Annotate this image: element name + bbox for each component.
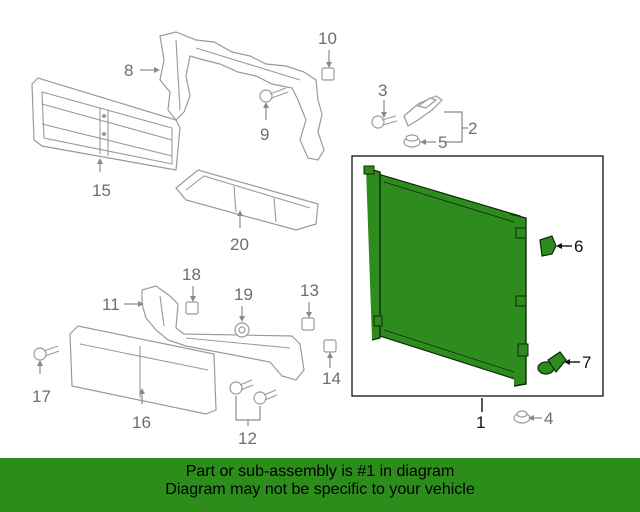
part-3-bolt bbox=[371, 115, 398, 129]
callout-6: 6 bbox=[574, 237, 583, 256]
callout-16: 16 bbox=[132, 413, 151, 432]
part-9-bolt bbox=[259, 87, 289, 103]
part-14-clip bbox=[323, 339, 337, 353]
callout-12: 12 bbox=[238, 429, 257, 448]
info-banner: Part or sub-assembly is #1 in diagram Di… bbox=[0, 458, 640, 512]
part-1-radiator bbox=[363, 165, 529, 387]
part-5-grommet bbox=[403, 134, 421, 148]
part-18-clip bbox=[185, 301, 199, 315]
callout-8: 8 bbox=[124, 61, 133, 80]
banner-line-2: Diagram may not be specific to your vehi… bbox=[165, 481, 475, 498]
part-2-bracket bbox=[403, 95, 443, 127]
part-19-nut bbox=[234, 322, 250, 338]
callout-20: 20 bbox=[230, 235, 249, 254]
part-8-upper-support bbox=[159, 31, 325, 161]
part-6-clip bbox=[539, 235, 557, 257]
callout-7: 7 bbox=[582, 353, 591, 372]
callout-3: 3 bbox=[378, 81, 387, 100]
banner-line-1: Part or sub-assembly is #1 in diagram bbox=[185, 463, 455, 480]
callout-17: 17 bbox=[32, 387, 51, 406]
parts-diagram: 15 8 10 9 20 3 2 bbox=[31, 29, 604, 448]
callout-10: 10 bbox=[318, 29, 337, 48]
callout-1: 1 bbox=[476, 413, 485, 432]
callout-9: 9 bbox=[260, 125, 269, 144]
callout-2: 2 bbox=[468, 119, 477, 138]
part-20-baffle bbox=[175, 169, 319, 231]
callout-13: 13 bbox=[300, 281, 319, 300]
callout-5: 5 bbox=[438, 133, 447, 152]
callout-4: 4 bbox=[544, 409, 553, 428]
callout-14: 14 bbox=[322, 369, 341, 388]
callout-15: 15 bbox=[92, 181, 111, 200]
part-12-bolts bbox=[229, 379, 278, 405]
part-16-lower-shutter bbox=[69, 325, 217, 415]
part-11-lower-support bbox=[141, 285, 305, 381]
part-13-clip bbox=[301, 317, 315, 331]
part-15-shutter bbox=[31, 77, 181, 171]
part-17-bolt bbox=[33, 345, 60, 361]
callout-18: 18 bbox=[182, 265, 201, 284]
part-7-sensor bbox=[537, 351, 567, 375]
radiator-frame bbox=[351, 155, 604, 397]
part-4-grommet bbox=[513, 410, 531, 424]
callout-11: 11 bbox=[102, 295, 120, 314]
callout-19: 19 bbox=[234, 285, 253, 304]
part-10-clip bbox=[321, 67, 335, 81]
